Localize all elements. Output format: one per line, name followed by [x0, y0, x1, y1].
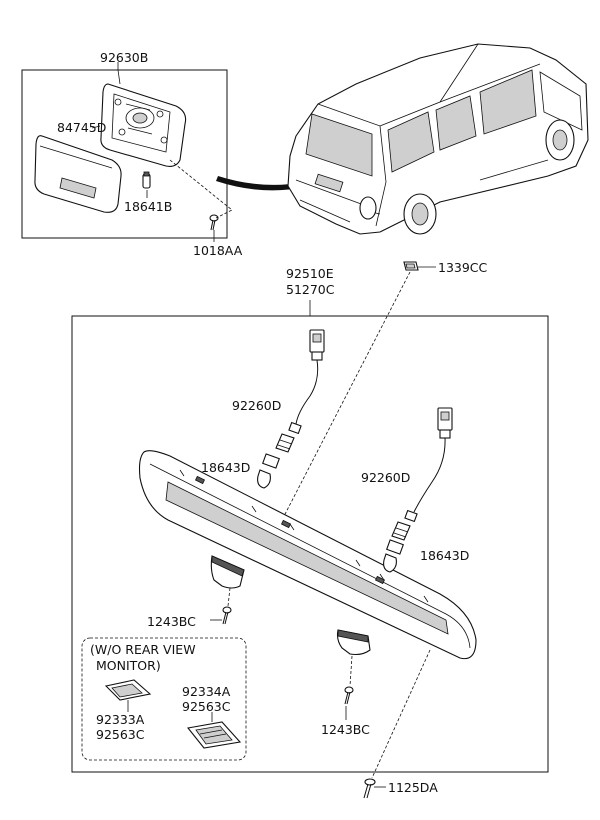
label-socket-left: 92260D	[232, 398, 281, 413]
cover-plate-b	[186, 721, 242, 749]
right-socket-harness	[383, 407, 453, 573]
label-cover-b-2: 92563C	[182, 699, 231, 714]
label-note-line2: MONITOR)	[96, 658, 161, 673]
bracket-plate	[100, 83, 187, 167]
label-screw-bottom: 1125DA	[388, 780, 438, 795]
label-screw-right: 1243BC	[321, 722, 370, 737]
label-screw-left: 1243BC	[147, 614, 196, 629]
label-cover-a-1: 92333A	[96, 712, 145, 727]
left-screw	[222, 606, 232, 625]
label-bulb-upper: 18641B	[124, 199, 172, 214]
upper-assembly-frame	[21, 69, 228, 239]
label-note-line1: (W/O REAR VIEW	[90, 642, 196, 657]
label-socket-right: 92260D	[361, 470, 410, 485]
vehicle-illustration	[287, 43, 589, 235]
lamp-cover	[34, 135, 122, 213]
label-clip: 1339CC	[438, 260, 488, 275]
label-cover-b-1: 92334A	[182, 684, 231, 699]
label-garnish-1: 92510E	[286, 266, 334, 281]
variant-note-frame	[81, 637, 247, 761]
label-bulb-right: 18643D	[420, 548, 469, 563]
garnish-strip	[138, 450, 477, 660]
cover-plate-a	[104, 679, 152, 701]
label-bracket-assy: 92630B	[100, 50, 148, 65]
right-screw	[344, 686, 354, 705]
left-socket-harness	[257, 329, 325, 489]
upper-screw	[209, 214, 219, 231]
label-cover-a-2: 92563C	[96, 727, 145, 742]
label-cover: 84745D	[57, 120, 106, 135]
label-garnish-2: 51270C	[286, 282, 335, 297]
label-bulb-left: 18643D	[201, 460, 250, 475]
right-lamp-holder	[336, 629, 371, 656]
bottom-screw	[363, 778, 376, 799]
label-screw-upper: 1018AA	[193, 243, 243, 258]
left-lamp-holder	[210, 555, 245, 589]
clip	[403, 261, 419, 271]
upper-bulb	[142, 171, 151, 189]
